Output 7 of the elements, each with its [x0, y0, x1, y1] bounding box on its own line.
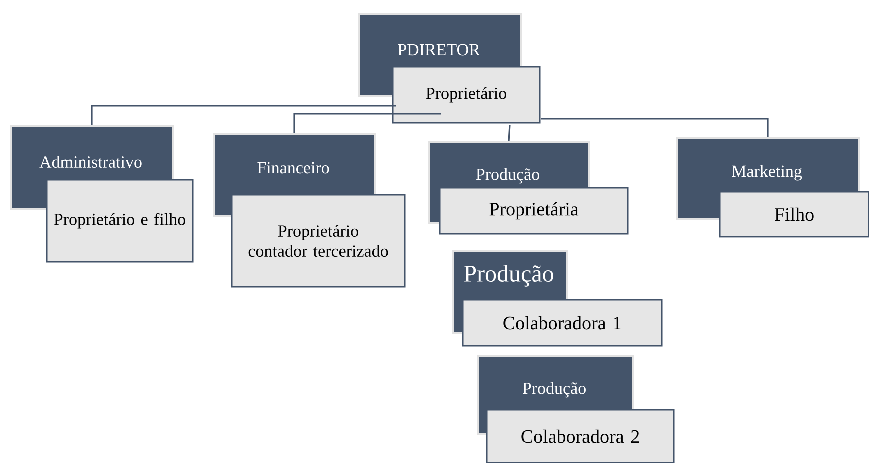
subtitle-box: Filho: [719, 191, 869, 238]
subtitle-box: Colaboradora 1: [462, 299, 663, 347]
subtitle-box: Proprietário e filho: [46, 179, 194, 263]
subtitle-box: Colaboradora 2: [486, 409, 675, 463]
subtitle-box: Proprietário: [392, 66, 541, 124]
subtitle-box: Proprietária: [439, 187, 629, 235]
subtitle-box: Proprietário contador tercerizado: [231, 194, 406, 288]
